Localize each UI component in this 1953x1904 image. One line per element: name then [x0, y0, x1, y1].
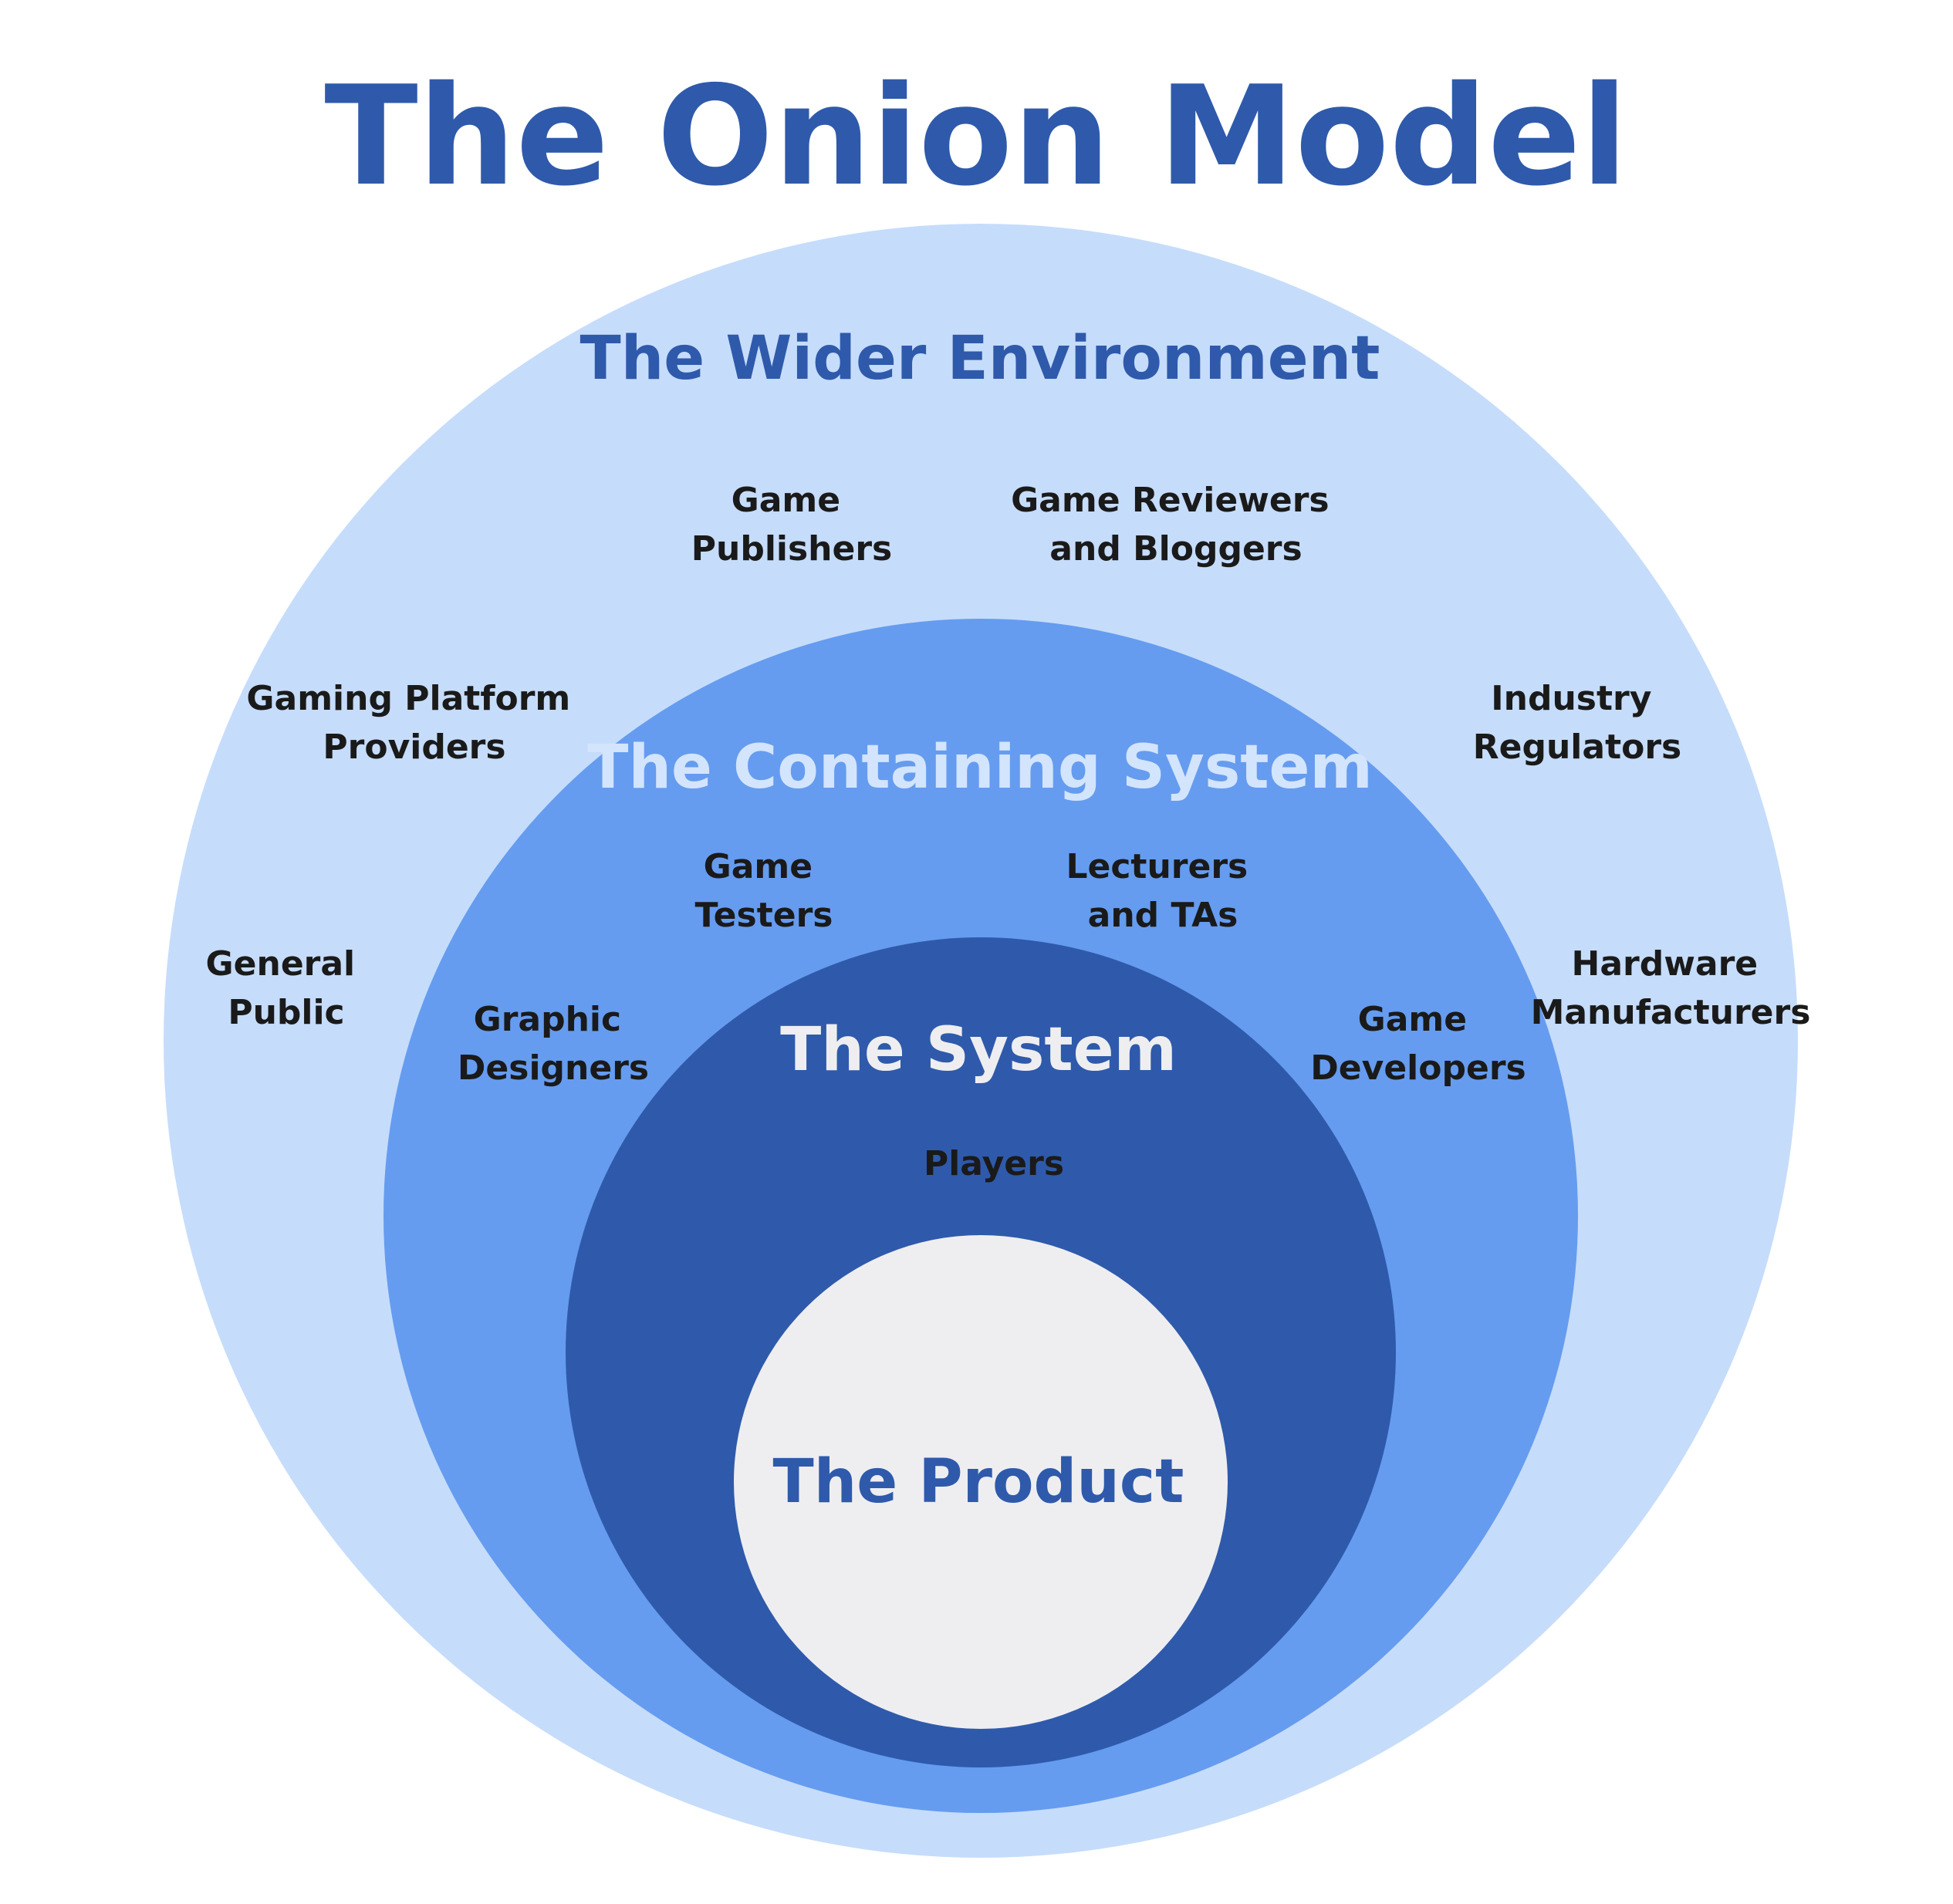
stakeholder-game-developers: Game Developers [1310, 1000, 1526, 1088]
stakeholder-players: Players [924, 1144, 1064, 1183]
stakeholder-graphic-designers: Graphic Designers [458, 1000, 649, 1088]
stakeholder-lecturers-and-tas: Lecturers and TAs [1066, 847, 1259, 935]
stakeholder-hardware-manufacturers: Hardware Manufacturers [1531, 944, 1811, 1032]
stakeholder-game-reviewers: Game Reviewers and Bloggers [1011, 481, 1341, 569]
stakeholder-gaming-platform-providers: Gaming Platform Providers [246, 679, 582, 767]
wider-environment-label: The Wider Environment [580, 324, 1380, 393]
stakeholder-game-testers: Game Testers [695, 847, 833, 935]
containing-system-label: The Containing System [587, 733, 1373, 802]
stakeholder-game-publishers: Game Publishers [691, 481, 892, 569]
system-label: The System [780, 1015, 1177, 1085]
product-label: The Product [773, 1447, 1184, 1517]
product-circle [734, 1235, 1228, 1729]
stakeholder-industry-regulators: Industry Regulators [1473, 679, 1681, 767]
stakeholder-general-public: General Public [206, 944, 367, 1032]
diagram-title: The Onion Model [324, 56, 1627, 216]
